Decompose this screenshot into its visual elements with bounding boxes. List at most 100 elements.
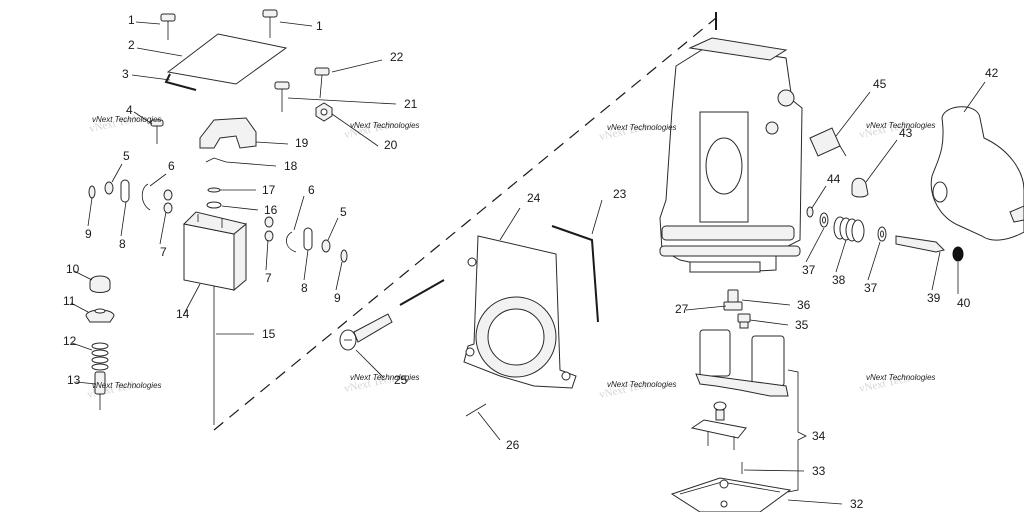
callout-36: 36 [797, 298, 811, 312]
callout-17: 17 [262, 183, 276, 197]
callout-37: 37 [802, 263, 816, 277]
callout-39: 39 [927, 291, 941, 305]
cap-43 [851, 177, 869, 198]
e-clip [207, 187, 221, 193]
screw-axis-segment [399, 279, 445, 306]
jet-36 [723, 289, 743, 311]
pin-26 [465, 403, 487, 417]
callout-5: 5 [123, 149, 130, 163]
spring-12 [91, 342, 109, 371]
callout-24: 24 [527, 191, 541, 205]
watermark-text: vNext Technologies [607, 123, 677, 132]
callout-9: 9 [334, 291, 341, 305]
callout-45: 45 [873, 77, 887, 91]
callout-14: 14 [176, 307, 190, 321]
callout-19: 19 [295, 136, 309, 150]
callout-26: 26 [506, 438, 520, 452]
watermark-text: vNext Technologies [92, 115, 162, 124]
callout-2: 2 [128, 38, 135, 52]
cable-23 [551, 225, 599, 323]
callout-21: 21 [404, 97, 418, 111]
callout-44: 44 [827, 172, 841, 186]
pin-9-left [88, 185, 96, 199]
leader-lines [70, 21, 986, 505]
callout-11: 11 [63, 294, 76, 308]
callout-8: 8 [301, 281, 308, 295]
callout-38: 38 [832, 273, 846, 287]
clip [205, 157, 227, 163]
callout-16: 16 [264, 203, 278, 217]
callout-6: 6 [168, 159, 175, 173]
link-8-right [303, 227, 313, 251]
watermark-text: vNext Technologies [92, 381, 162, 390]
callout-10: 10 [66, 262, 80, 276]
callout-35: 35 [795, 318, 809, 332]
pin-9-right [340, 249, 348, 263]
watermark-text: vNext Technologies [866, 121, 936, 130]
screw-1-right [262, 9, 278, 38]
callout-27: 27 [675, 302, 689, 316]
bracket [199, 117, 257, 149]
callout-23: 23 [613, 187, 627, 201]
bushing-5-right [321, 239, 331, 253]
callout-9: 9 [85, 227, 92, 241]
link-8-left [120, 179, 130, 203]
o-ring-44 [806, 206, 814, 218]
throttle-slide [183, 223, 235, 291]
pilot-screw-13 [94, 371, 106, 410]
callout-12: 12 [63, 334, 77, 348]
slide-assembly-group [85, 9, 348, 425]
screw-39 [895, 235, 945, 253]
spring-6-right [286, 231, 297, 253]
callout-34: 34 [812, 429, 826, 443]
screw-25 [339, 313, 393, 351]
callout-18: 18 [284, 159, 298, 173]
watermark-text-layer: vNext Technologies vNext Technologies vNex… [92, 115, 936, 390]
bushing-5-left [104, 181, 114, 195]
screw-21 [274, 81, 290, 112]
callout-22: 22 [390, 50, 404, 64]
callout-4: 4 [126, 103, 133, 117]
callout-40: 40 [957, 296, 971, 310]
callout-42: 42 [985, 66, 999, 80]
float-assembly [690, 329, 789, 450]
callout-13: 13 [67, 373, 81, 387]
main-dashed-axis [213, 17, 717, 431]
callout-1: 1 [128, 13, 135, 27]
plug-40 [952, 246, 964, 262]
carb-body-group [659, 37, 1024, 512]
jet-45 [809, 127, 847, 157]
callout-20: 20 [384, 138, 398, 152]
screw-22 [314, 67, 330, 99]
callout-15: 15 [262, 327, 276, 341]
callout-33: 33 [812, 464, 826, 478]
callout-5: 5 [340, 205, 347, 219]
washer-16 [206, 201, 222, 209]
watermark-text: vNext Technologies [607, 380, 677, 389]
watermark-text: vNext Technologies [866, 373, 936, 382]
gasket [164, 73, 197, 91]
callout-7: 7 [160, 245, 167, 259]
watermark-text: vNext Technologies [350, 121, 420, 130]
cap-10 [89, 275, 111, 293]
float-bowl-32 [670, 477, 792, 512]
jet-35 [737, 313, 751, 329]
intake-group [339, 225, 599, 417]
spring-38 [833, 216, 865, 243]
callout-43: 43 [899, 126, 913, 140]
assembly-axes [213, 12, 717, 431]
callout-3: 3 [122, 67, 129, 81]
callout-1: 1 [316, 19, 323, 33]
callout-32: 32 [850, 497, 864, 511]
cover-plate [166, 33, 288, 85]
nut-11 [85, 309, 115, 323]
spring-6-left [141, 183, 151, 211]
watermark-text: vNext Technologies [350, 373, 420, 382]
throttle-lever-42 [930, 106, 1024, 241]
callout-7: 7 [265, 271, 272, 285]
callout-37: 37 [864, 281, 878, 295]
callout-25: 25 [394, 373, 408, 387]
callout-8: 8 [119, 237, 126, 251]
